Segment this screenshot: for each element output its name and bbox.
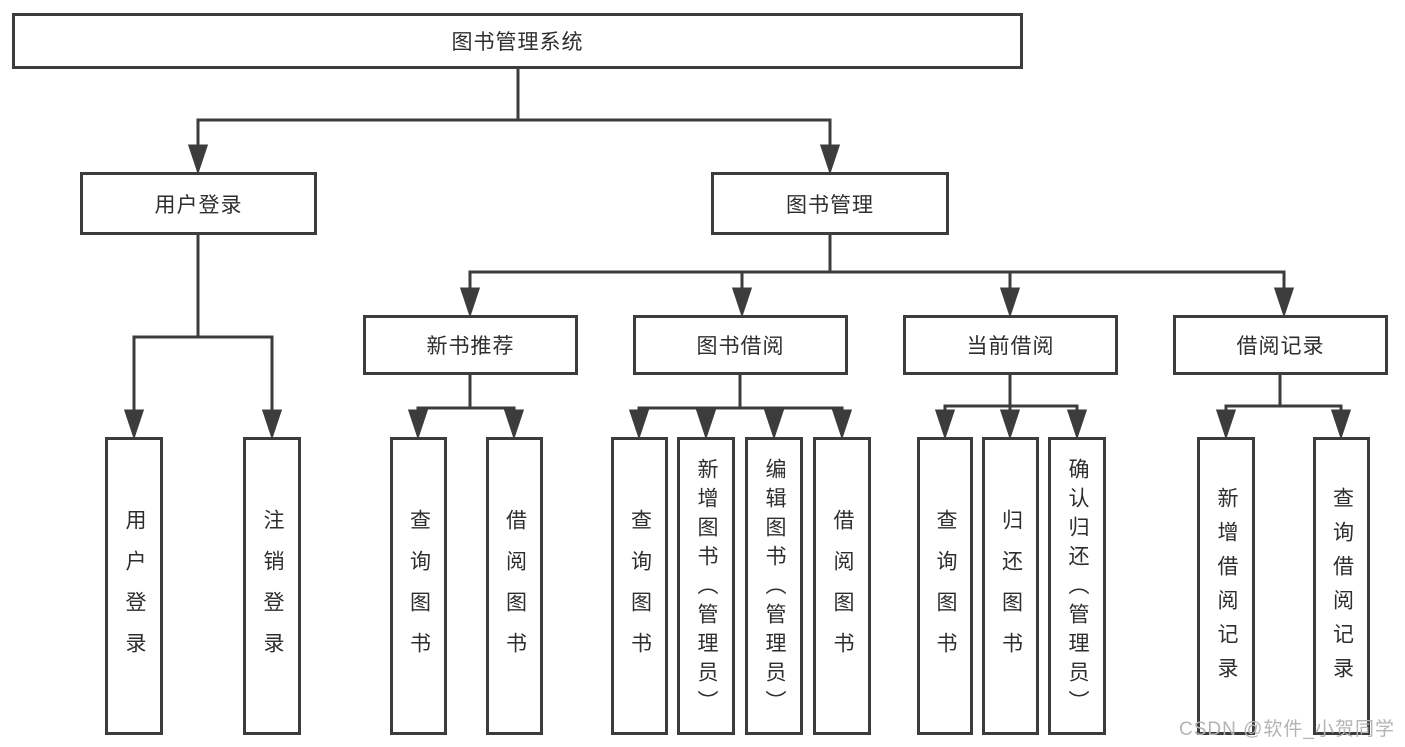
leaf-query-books-borrowing: 查询图书 [611,437,668,735]
node-label: 图书管理 [786,193,874,217]
node-label: 图书借阅 [696,335,785,358]
leaf-label: 新增借阅记录 [1215,487,1238,691]
leaf-add-borrow-record: 新增借阅记录 [1197,437,1255,735]
leaf-label: 用户登录 [123,509,146,673]
node-book-borrowing: 图书借阅 [633,315,848,375]
leaf-label: 查询图书 [628,509,652,673]
node-book-management: 图书管理 [711,172,949,235]
leaf-label: 注销登录 [261,509,284,673]
leaf-add-books-admin: 新增图书（管理员） [677,437,735,735]
node-user-login: 用户登录 [80,172,317,235]
node-label: 用户登录 [154,193,243,217]
node-new-book-recommendation: 新书推荐 [363,315,578,375]
leaf-query-borrow-record: 查询借阅记录 [1313,437,1370,735]
node-borrowing-records: 借阅记录 [1173,315,1388,375]
node-label: 图书管理系统 [451,31,584,54]
leaf-query-books-recommend: 查询图书 [390,437,447,735]
leaf-query-books-current: 查询图书 [917,437,973,735]
leaf-borrow-books-recommend: 借阅图书 [486,437,543,735]
leaf-confirm-return-admin: 确认归还（管理员） [1048,437,1106,735]
node-current-borrowing: 当前借阅 [903,315,1118,375]
leaf-return-books: 归还图书 [982,437,1039,735]
leaf-borrow-books-borrowing: 借阅图书 [813,437,871,735]
node-label: 当前借阅 [966,335,1055,358]
node-library-management-system: 图书管理系统 [12,13,1023,69]
leaf-label: 新增图书（管理员） [695,457,718,719]
node-label: 借阅记录 [1236,335,1325,358]
watermark-text: CSDN @软件_小贺同学 [1179,719,1395,740]
leaf-label: 查询借阅记录 [1330,487,1354,691]
leaf-label: 确认归还（管理员） [1066,457,1089,719]
leaf-label: 查询图书 [407,509,431,673]
leaf-label: 归还图书 [999,509,1023,673]
leaf-user-login: 用户登录 [105,437,163,735]
leaf-label: 编辑图书（管理员） [763,457,786,719]
leaf-label: 借阅图书 [503,509,527,673]
leaf-label: 借阅图书 [831,509,854,673]
leaf-edit-books-admin: 编辑图书（管理员） [745,437,803,735]
leaf-logout-login: 注销登录 [243,437,301,735]
leaf-label: 查询图书 [934,509,957,673]
node-label: 新书推荐 [426,335,515,358]
